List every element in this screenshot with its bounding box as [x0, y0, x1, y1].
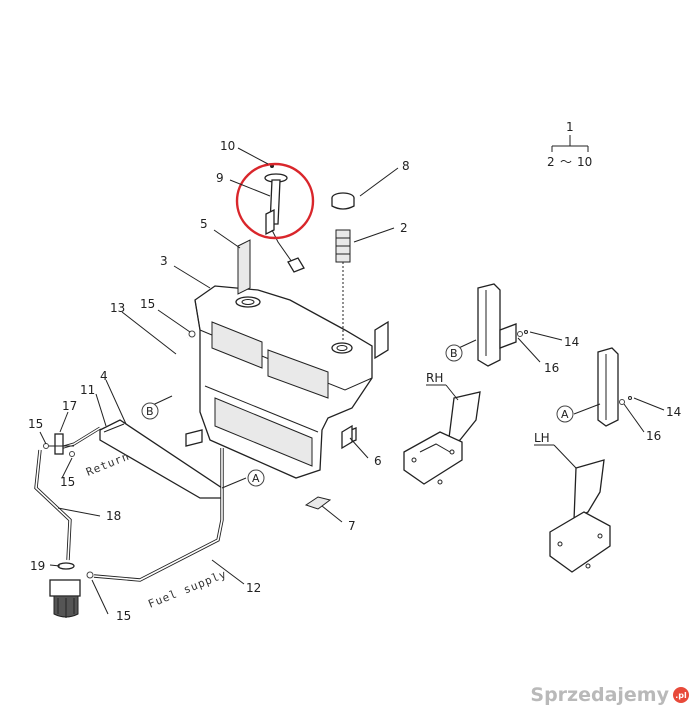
ref-b-hose-label: B: [146, 405, 154, 418]
callout-15-mid: 15: [60, 475, 75, 489]
watermark-text: Sprzedajemy: [530, 684, 669, 706]
callout-3: 3: [160, 254, 168, 268]
callout-6: 6: [374, 454, 382, 468]
tank-panel-upper-right: [267, 349, 329, 399]
fuel-filter: [49, 562, 81, 618]
label-lh: LH: [534, 431, 550, 445]
ref-b-hose: [141, 402, 159, 420]
callout-13: 13: [110, 301, 125, 315]
fitting-17: [43, 433, 75, 457]
ref-a-pipe: [247, 469, 265, 487]
assembly-range-from: 2: [547, 155, 555, 169]
callout-18: 18: [106, 509, 121, 523]
return-hose-outer: [127, 337, 189, 421]
ref-a-bracket-label: A: [561, 408, 569, 421]
assembly-key: 1 2 ～ 10: [547, 120, 592, 169]
ref-b-bracket-label: B: [450, 347, 458, 360]
callout-11: 11: [80, 383, 95, 397]
bracket-rh: [403, 283, 528, 485]
assembly-range-to: 10: [577, 155, 592, 169]
strainer: [335, 229, 351, 342]
tank-panel-upper-left: [211, 321, 263, 369]
callout-15-bottom: 15: [116, 609, 131, 623]
sender-port: [235, 296, 261, 308]
tank-panel-lower: [214, 397, 313, 467]
fuel-sender: [264, 164, 305, 273]
callout-14-lh: 14: [666, 405, 681, 419]
callout-8: 8: [402, 159, 410, 173]
callout-2: 2: [400, 221, 408, 235]
callout-15-top: 15: [140, 297, 155, 311]
callout-12: 12: [246, 581, 261, 595]
ref-b-bracket: [445, 344, 463, 362]
callout-17: 17: [62, 399, 77, 413]
clamp-15-top: [188, 330, 196, 338]
leader-lines: [39, 147, 665, 615]
tank-tab-left: [185, 429, 203, 447]
callout-19: 19: [30, 559, 45, 573]
ref-a-pipe-label: A: [252, 472, 260, 485]
pad-7: [304, 496, 332, 510]
gauge-pad: [237, 239, 251, 295]
callout-7: 7: [348, 519, 356, 533]
callout-16-lh: 16: [646, 429, 661, 443]
fuel-tank: [185, 285, 389, 479]
callout-14-rh: 14: [564, 335, 579, 349]
watermark: Sprzedajemy .pl: [530, 684, 689, 706]
label-return: Return: [84, 450, 131, 479]
callout-15-left: 15: [28, 417, 43, 431]
callout-5: 5: [200, 217, 208, 231]
callout-4: 4: [100, 369, 108, 383]
callouts: 10 9 8 5 2 3 13 15 4 11 17 15 15 18 19 1…: [28, 139, 681, 623]
filler-neck: [331, 342, 353, 354]
pad-6: [341, 424, 353, 450]
callout-16-rh: 16: [544, 361, 559, 375]
assembly-number: 1: [566, 120, 574, 134]
label-fuel-supply: Fuel supply: [146, 567, 229, 610]
clamp-15-bottom: [86, 571, 94, 579]
assembly-range-sep: ～: [560, 155, 572, 169]
tank-vent-tab: [374, 320, 389, 360]
label-rh: RH: [426, 371, 443, 385]
sender-float: [287, 257, 305, 273]
side-labels: RH LH: [426, 371, 577, 469]
bracket-lh: [549, 347, 632, 573]
highlight-circle: [235, 162, 315, 240]
watermark-badge: .pl: [673, 687, 689, 703]
reference-markers: B B A A: [141, 344, 574, 487]
callout-10: 10: [220, 139, 235, 153]
filler-cap: [331, 192, 355, 210]
callout-9: 9: [216, 171, 224, 185]
ref-a-bracket: [556, 405, 574, 423]
